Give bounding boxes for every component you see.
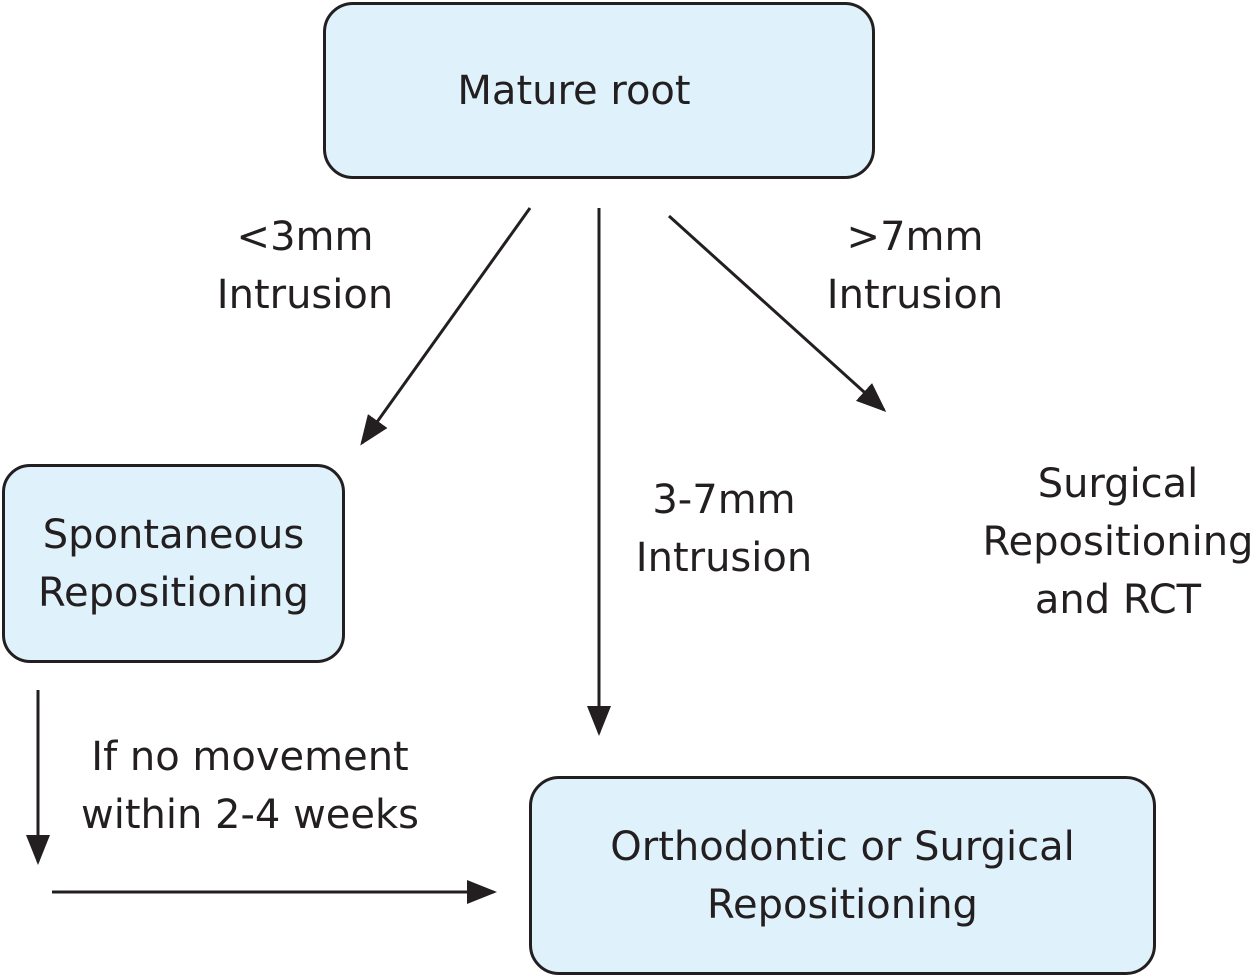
no-movement-line2: within 2-4 weeks	[80, 792, 420, 838]
orthodontic-label-line1: Orthodontic or Surgical	[610, 823, 1075, 870]
edge-label-3-to-7mm: 3-7mm Intrusion	[624, 471, 824, 587]
edge-label-greater-than-7mm: >7mm Intrusion	[815, 208, 1015, 324]
spontaneous-label-line1: Spontaneous	[42, 511, 305, 558]
three-to-seven-line2: Intrusion	[635, 535, 813, 581]
edge-label-no-movement: If no movement within 2-4 weeks	[70, 728, 430, 844]
arrow-less-than-3mm	[360, 207, 532, 446]
greater-than-7mm-line2: Intrusion	[826, 272, 1004, 318]
greater-than-7mm-line1: >7mm	[846, 214, 984, 260]
three-to-seven-line1: 3-7mm	[652, 477, 796, 523]
spontaneous-repositioning-node: Spontaneous Repositioning	[2, 464, 345, 663]
no-movement-line1: If no movement	[91, 734, 409, 780]
less-than-3mm-line1: <3mm	[236, 214, 374, 260]
orthodontic-surgical-node: Orthodontic or Surgical Repositioning	[529, 776, 1156, 975]
surgical-rct-line2: Repositioning	[982, 519, 1254, 565]
surgical-rct-node: Surgical Repositioning and RCT	[976, 455, 1260, 629]
surgical-rct-line3: and RCT	[1034, 577, 1202, 623]
surgical-rct-line1: Surgical	[1037, 461, 1199, 507]
arrow-greater-than-7mm	[667, 214, 887, 413]
mature-root-node: Mature root	[323, 2, 875, 179]
spontaneous-label-line2: Repositioning	[38, 569, 309, 616]
less-than-3mm-line2: Intrusion	[216, 272, 394, 318]
mature-root-label: Mature root	[457, 67, 691, 114]
edge-label-less-than-3mm: <3mm Intrusion	[205, 208, 405, 324]
orthodontic-label-line2: Repositioning	[707, 881, 978, 928]
